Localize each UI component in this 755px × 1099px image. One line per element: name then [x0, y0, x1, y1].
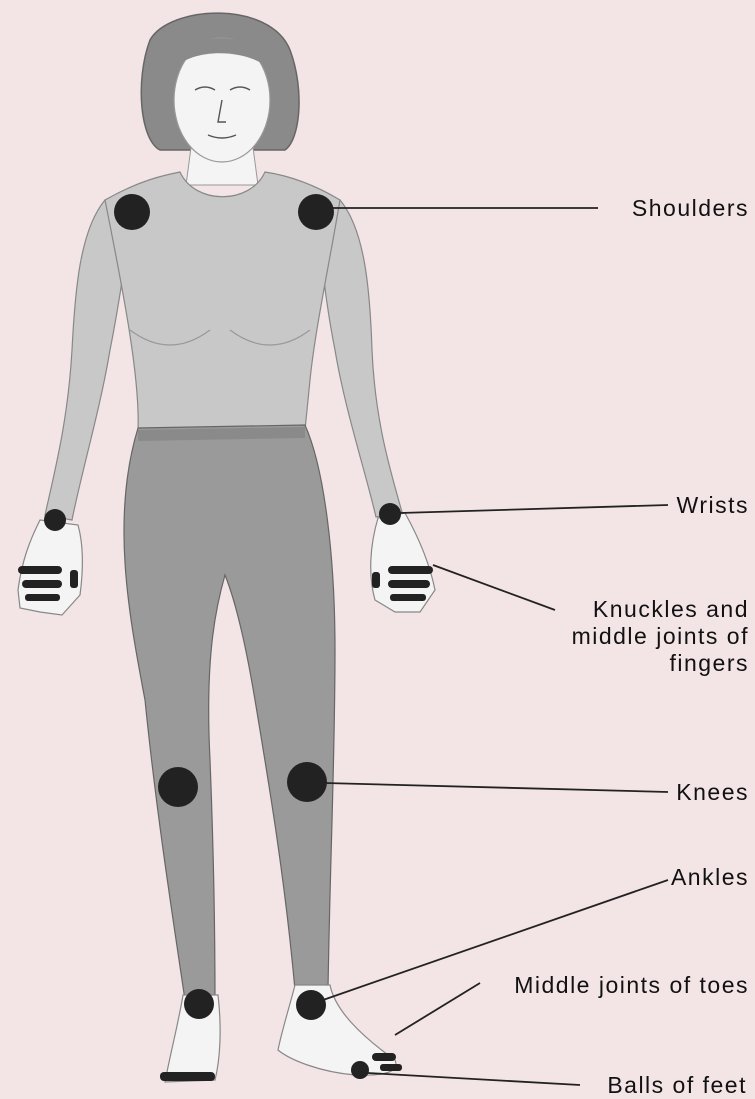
joint-ball-of-foot [351, 1061, 369, 1079]
leggings [124, 425, 335, 1000]
joint-left-shoulder [114, 194, 150, 230]
leader-wrists [400, 505, 668, 513]
label-toes: Middle joints of toes [514, 972, 749, 999]
joint-right-wrist [379, 503, 401, 525]
right-foot [278, 985, 396, 1075]
label-knees: Knees [676, 779, 749, 806]
label-wrists: Wrists [677, 492, 749, 519]
label-knuckles-line3: fingers [572, 650, 749, 677]
joint-right-knee [287, 762, 327, 802]
label-knuckles-line1: Knuckles and [572, 596, 749, 623]
label-balls-of-feet: Balls of feet [607, 1072, 747, 1099]
leader-toes [395, 983, 480, 1035]
joint-right-shoulder [298, 194, 334, 230]
joint-left-ankle [184, 989, 214, 1019]
label-knuckles-line2: middle joints of [572, 623, 749, 650]
leader-knuckles [433, 565, 555, 610]
leader-balls [368, 1073, 580, 1085]
joint-left-knee [158, 767, 198, 807]
joint-left-wrist [44, 509, 66, 531]
label-knuckles: Knuckles and middle joints of fingers [572, 596, 749, 677]
joint-right-ankle [296, 990, 326, 1020]
leader-knees [325, 783, 668, 792]
label-shoulders: Shoulders [632, 195, 749, 222]
label-ankles: Ankles [671, 864, 749, 891]
